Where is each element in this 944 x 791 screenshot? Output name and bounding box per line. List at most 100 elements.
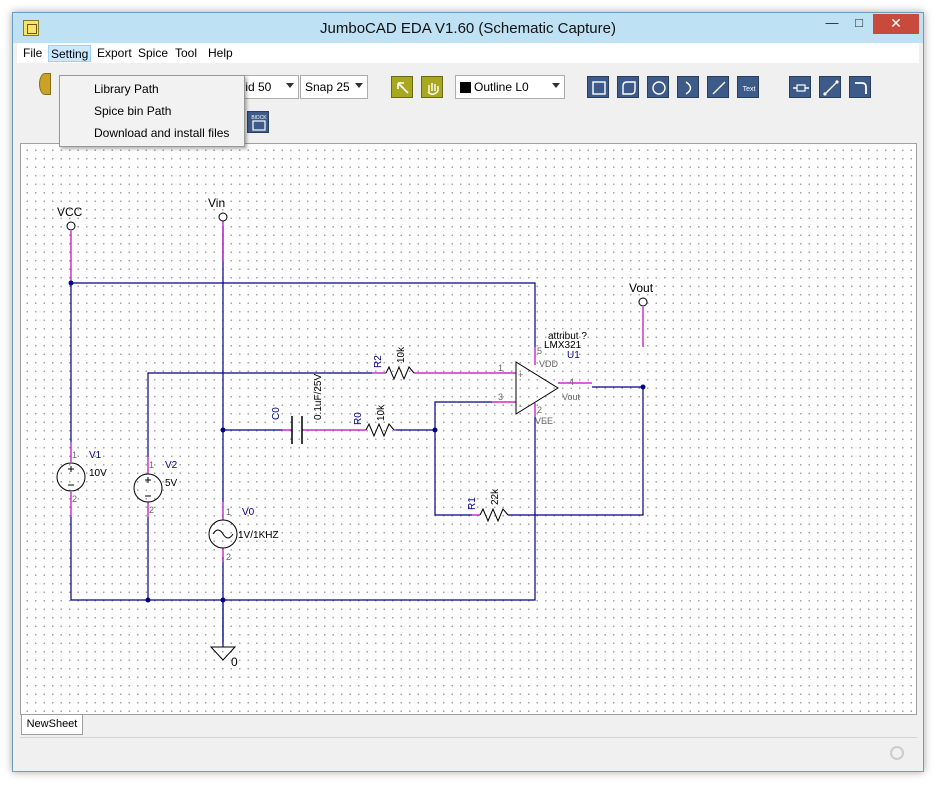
v2-pin1: 1	[149, 460, 154, 470]
v1-pin2: 2	[72, 494, 77, 504]
open-icon[interactable]	[39, 73, 51, 95]
draw-rounded-rect-button[interactable]	[617, 76, 639, 98]
junction-dot	[432, 427, 438, 433]
sheet-tab[interactable]: NewSheet	[21, 715, 83, 735]
u1-vout-label: Vout	[562, 392, 581, 402]
v1-symbol	[56, 462, 86, 492]
net-label-vcc: VCC	[57, 205, 83, 219]
app-window: JumboCAD EDA V1.60 (Schematic Capture) —…	[12, 12, 924, 772]
r0-ref: R0	[353, 412, 364, 425]
block-button-label: BlOCK	[251, 115, 267, 121]
draw-circle-button[interactable]	[647, 76, 669, 98]
bus-icon	[855, 82, 867, 94]
layer-color-swatch	[460, 82, 471, 93]
snap-select[interactable]: Snap 25	[300, 75, 368, 99]
u1-pin1: 1	[498, 363, 503, 373]
block-icon: BlOCK	[251, 115, 267, 131]
rectangle-icon	[592, 81, 606, 95]
layer-select-value: Outline L0	[474, 80, 529, 94]
junction-dot	[68, 280, 74, 286]
v1-ref: V1	[89, 450, 102, 461]
text-button-label: Text	[743, 86, 756, 93]
menu-item-download-install[interactable]: Download and install files	[94, 126, 230, 140]
u1-plus-sign: +	[518, 370, 523, 380]
c0-value: 0.1uF/25V	[313, 374, 324, 420]
ground-icon	[209, 646, 237, 661]
circle-icon	[652, 81, 666, 95]
v1-pin1: 1	[72, 450, 77, 460]
r2-ref: R2	[373, 355, 384, 368]
draw-bus-button[interactable]	[849, 76, 871, 98]
menu-item-library-path[interactable]: Library Path	[94, 82, 159, 96]
pan-hand-button[interactable]	[421, 76, 443, 98]
net-label-vout: Vout	[629, 281, 654, 295]
net-label-ground: 0	[231, 655, 238, 669]
u1-vee-label: VEE	[535, 416, 553, 426]
select-arrow-button[interactable]	[391, 76, 413, 98]
window-title: JumboCAD EDA V1.60 (Schematic Capture)	[320, 20, 616, 37]
wire-ground-bus	[70, 417, 536, 601]
v2-ref: V2	[165, 460, 178, 471]
pin-opamp	[534, 347, 592, 417]
junction-dot	[220, 597, 226, 603]
menu-export[interactable]: Export	[97, 46, 132, 60]
junction-dot	[145, 597, 151, 603]
rounded-rectangle-icon	[622, 81, 636, 95]
title-bar: JumboCAD EDA V1.60 (Schematic Capture) —…	[13, 13, 923, 43]
maximize-button[interactable]: □	[855, 15, 863, 30]
arrow-pointer-icon	[397, 82, 409, 94]
junction-dot	[220, 427, 226, 433]
menu-help[interactable]: Help	[208, 46, 233, 60]
u1-model: LMX321	[544, 340, 582, 351]
layer-select[interactable]: Outline L0	[455, 75, 565, 99]
menu-setting[interactable]: Setting	[48, 45, 92, 62]
text-icon: Text	[743, 86, 756, 93]
polarity-icon	[68, 466, 74, 486]
text-button[interactable]: Text	[737, 76, 759, 98]
close-button[interactable]: ✕	[873, 14, 919, 34]
u1-ref: U1	[567, 350, 580, 361]
status-circle-icon	[890, 746, 904, 760]
snap-select-value: Snap 25	[305, 80, 350, 94]
menu-spice[interactable]: Spice	[138, 46, 169, 60]
v0-symbol	[208, 519, 238, 549]
wire-r0-r1	[396, 429, 472, 516]
sine-icon	[212, 529, 234, 539]
v0-ref: V0	[242, 507, 255, 518]
hand-icon	[427, 83, 439, 95]
arc-icon	[685, 81, 692, 95]
draw-arc-button[interactable]	[677, 76, 699, 98]
status-bar	[20, 737, 917, 767]
menu-file[interactable]: File	[23, 46, 43, 60]
v2-pin2: 2	[149, 505, 154, 515]
block-button[interactable]: BlOCK	[247, 111, 269, 133]
v2-symbol	[133, 473, 163, 503]
draw-wire-button[interactable]	[819, 76, 841, 98]
u1-vdd-label: VDD	[539, 359, 559, 369]
place-pin-button[interactable]	[789, 76, 811, 98]
u1-minus-sign: -	[519, 401, 522, 411]
app-icon	[23, 20, 39, 36]
r1-ref: R1	[467, 497, 478, 510]
junction-dot	[640, 384, 646, 390]
menu-tool[interactable]: Tool	[175, 46, 198, 60]
chevron-down-icon	[552, 83, 560, 88]
v2-value: 5V	[165, 478, 178, 489]
c0-symbol	[291, 416, 303, 444]
vin-terminal	[218, 212, 228, 222]
r1-value: 22k	[490, 488, 501, 505]
u1-pin3: 3	[498, 392, 503, 402]
menu-item-spice-bin-path[interactable]: Spice bin Path	[94, 104, 172, 118]
polarity-icon	[145, 477, 151, 497]
draw-line-button[interactable]	[707, 76, 729, 98]
schematic-canvas[interactable]: VCC Vin Vout 0 10V 5V 1V/1KHZ attribut ?…	[20, 143, 917, 715]
wire-icon	[823, 80, 839, 96]
r0-symbol	[365, 422, 395, 438]
c0-ref: C0	[271, 407, 282, 420]
pin-icon	[793, 84, 809, 92]
r2-symbol	[385, 365, 415, 381]
minimize-button[interactable]: —	[825, 15, 839, 30]
opamp-symbol	[515, 361, 559, 415]
draw-rectangle-button[interactable]	[587, 76, 609, 98]
net-label-vin: Vin	[208, 196, 225, 210]
